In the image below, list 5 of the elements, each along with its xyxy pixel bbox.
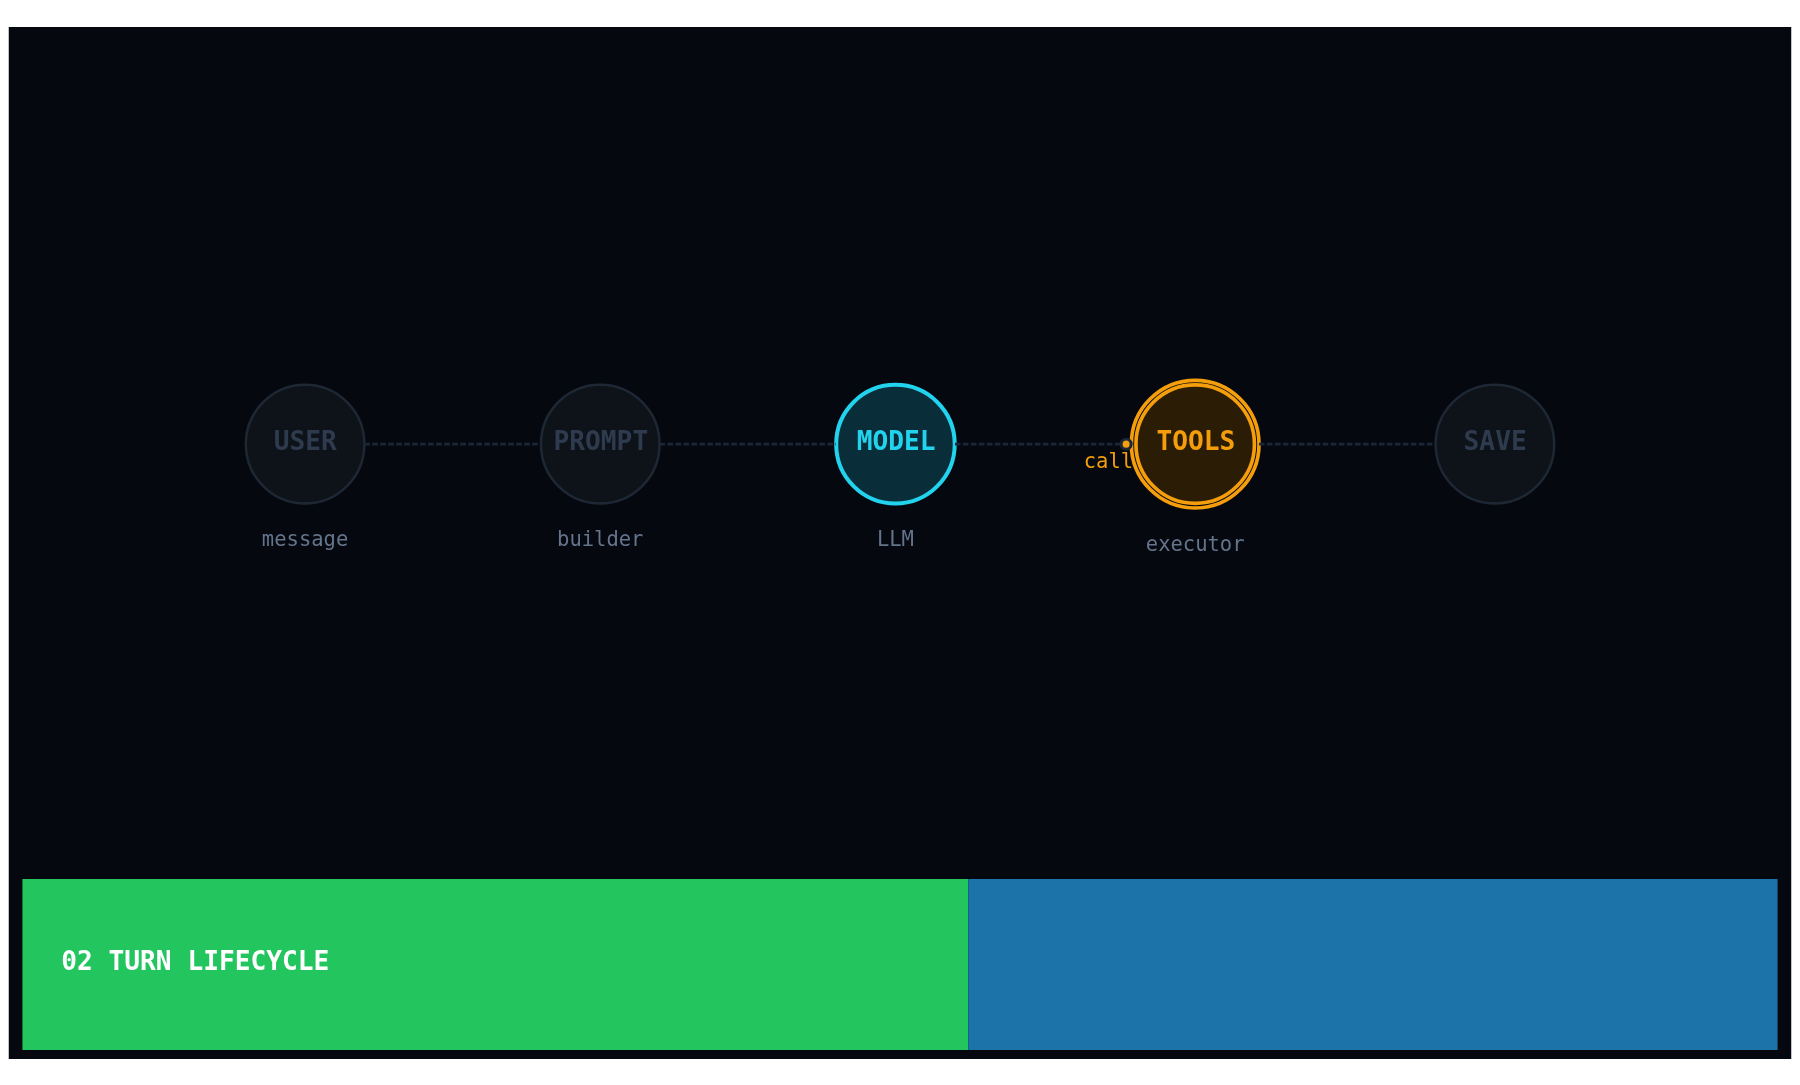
node-label: message (261, 526, 349, 551)
node-label: builder (557, 526, 644, 551)
node-label: LLM (876, 526, 914, 551)
node-label: executor (1145, 531, 1245, 556)
diagram-title: 02 TURN LIFECYCLE (61, 945, 330, 976)
